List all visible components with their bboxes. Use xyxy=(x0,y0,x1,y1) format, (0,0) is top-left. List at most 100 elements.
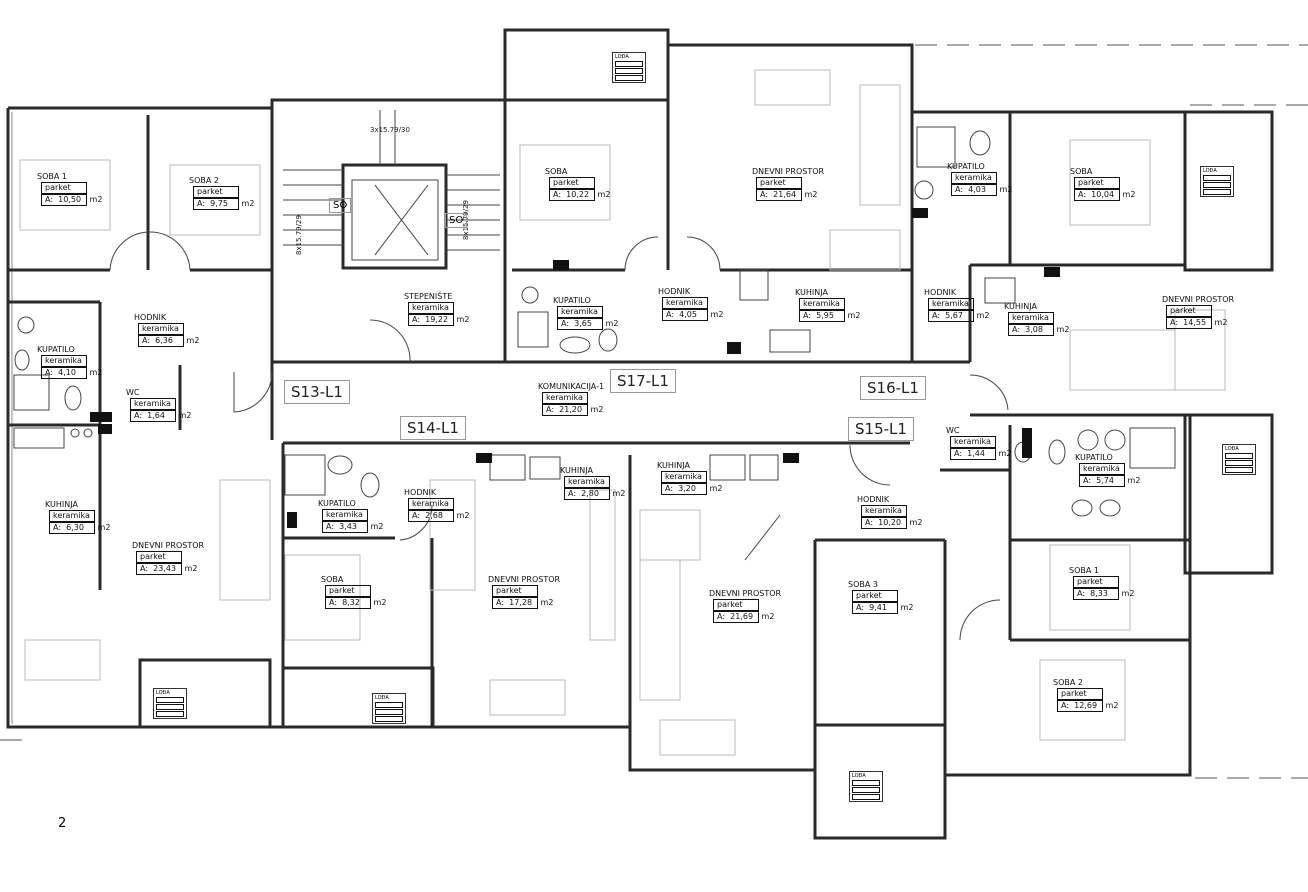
room-name: HODNIK xyxy=(134,313,167,322)
room-name: SOBA xyxy=(1070,167,1093,176)
area-prefix: A: xyxy=(856,603,865,612)
area-unit: m2 xyxy=(804,190,818,199)
area-prefix: A: xyxy=(1170,318,1179,327)
area-unit: m2 xyxy=(184,564,198,573)
room-material: parket xyxy=(325,585,371,597)
room-name: DNEVNI PROSTOR xyxy=(709,589,782,598)
room-name: HODNIK xyxy=(658,287,691,296)
area-unit: m2 xyxy=(1127,476,1141,485)
room-label: KOMUNIKACIJA-1 keramika A: 21,20 m2 xyxy=(538,382,604,416)
room-name: DNEVNI PROSTOR xyxy=(132,541,205,550)
loggia-name: LOĐA xyxy=(1225,446,1239,452)
room-label: WC keramika A: 1,44 m2 xyxy=(946,426,1011,460)
loggia-data-box xyxy=(615,75,643,81)
room-name: KUHINJA xyxy=(560,466,593,475)
room-material: keramika xyxy=(1008,312,1054,324)
room-material: keramika xyxy=(408,302,454,314)
room-label: DNEVNI PROSTOR parket A: 17,28 m2 xyxy=(488,575,560,609)
unit-label: S17-L1 xyxy=(610,369,676,393)
area-unit: m2 xyxy=(1056,325,1070,334)
area-unit: m2 xyxy=(909,518,923,527)
room-area: A: 2,68 m2 xyxy=(408,510,469,522)
room-label: KUHINJA keramika A: 5,95 m2 xyxy=(795,288,860,322)
loggia-data-box xyxy=(156,711,184,717)
doors xyxy=(109,231,1009,641)
area-unit: m2 xyxy=(999,185,1013,194)
area-value: 6,36 xyxy=(155,336,173,345)
room-label: KUHINJA keramika A: 6,30 m2 xyxy=(45,500,110,534)
room-label: HODNIK keramika A: 2,68 m2 xyxy=(404,488,469,522)
room-label: HODNIK keramika A: 5,67 m2 xyxy=(924,288,989,322)
room-label: KUHINJA keramika A: 2,80 m2 xyxy=(560,466,625,500)
furniture xyxy=(19,69,1226,756)
room-material: keramika xyxy=(41,355,87,367)
area-value: 23,43 xyxy=(153,564,177,573)
room-name: KUHINJA xyxy=(1004,302,1037,311)
area-prefix: A: xyxy=(553,190,562,199)
area-prefix: A: xyxy=(134,411,143,420)
area-value: 2,80 xyxy=(581,489,599,498)
area-prefix: A: xyxy=(665,484,674,493)
area-unit: m2 xyxy=(1121,589,1135,598)
area-prefix: A: xyxy=(412,315,421,324)
area-prefix: A: xyxy=(496,598,505,607)
room-material: parket xyxy=(713,599,759,611)
area-value: 19,22 xyxy=(425,315,449,324)
room-area: A: 2,80 m2 xyxy=(564,488,625,500)
loggia-data-box xyxy=(852,794,880,800)
area-unit: m2 xyxy=(97,523,111,532)
area-value: 5,67 xyxy=(945,311,963,320)
area-prefix: A: xyxy=(140,564,149,573)
loggia-label: LOĐA xyxy=(612,52,646,83)
room-name: DNEVNI PROSTOR xyxy=(1162,295,1235,304)
loggia-label: LOĐA xyxy=(1222,444,1256,475)
loggia-data-box xyxy=(156,704,184,710)
room-area: A: 19,22 m2 xyxy=(408,314,469,326)
area-value: 3,43 xyxy=(339,522,357,531)
area-unit: m2 xyxy=(1214,318,1228,327)
room-label: SOBA 1 parket A: 10,50 m2 xyxy=(37,172,102,206)
room-area: A: 3,08 m2 xyxy=(1008,324,1069,336)
area-value: 8,33 xyxy=(1090,589,1108,598)
area-prefix: A: xyxy=(1061,701,1070,710)
room-label: SOBA parket A: 8,32 m2 xyxy=(321,575,386,609)
room-area: A: 21,69 m2 xyxy=(713,611,781,623)
room-name: KUPATILO xyxy=(37,345,75,354)
room-material: keramika xyxy=(557,306,603,318)
room-material: keramika xyxy=(928,298,974,310)
room-label: DNEVNI PROSTOR parket A: 14,55 m2 xyxy=(1162,295,1234,329)
area-prefix: A: xyxy=(803,311,812,320)
area-prefix: A: xyxy=(1012,325,1021,334)
room-label: STEPENIŠTE keramika A: 19,22 m2 xyxy=(404,292,469,326)
room-area: A: 5,95 m2 xyxy=(799,310,860,322)
loggia-name: LOĐA xyxy=(375,695,389,701)
room-material: keramika xyxy=(1079,463,1125,475)
area-prefix: A: xyxy=(954,449,963,458)
area-prefix: A: xyxy=(412,511,421,520)
loggia-data-box xyxy=(1203,175,1231,181)
room-material: parket xyxy=(136,551,182,563)
room-name: HODNIK xyxy=(404,488,437,497)
area-prefix: A: xyxy=(955,185,964,194)
room-material: parket xyxy=(193,186,239,198)
area-unit: m2 xyxy=(1105,701,1119,710)
room-area: A: 8,33 m2 xyxy=(1073,588,1134,600)
room-name: SOBA 1 xyxy=(37,172,67,181)
room-area: A: 3,43 m2 xyxy=(322,521,383,533)
room-area: A: 14,55 m2 xyxy=(1166,317,1234,329)
area-unit: m2 xyxy=(241,199,255,208)
room-name: DNEVNI PROSTOR xyxy=(488,575,561,584)
room-label: HODNIK keramika A: 6,36 m2 xyxy=(134,313,199,347)
room-name: HODNIK xyxy=(857,495,890,504)
room-label: SOBA 2 parket A: 12,69 m2 xyxy=(1053,678,1118,712)
area-unit: m2 xyxy=(370,522,384,531)
room-material: keramika xyxy=(49,510,95,522)
area-unit: m2 xyxy=(178,411,192,420)
area-unit: m2 xyxy=(612,489,626,498)
room-label: DNEVNI PROSTOR parket A: 21,69 m2 xyxy=(709,589,781,623)
room-area: A: 6,36 m2 xyxy=(138,335,199,347)
area-value: 10,22 xyxy=(566,190,590,199)
loggia-label: LOĐA xyxy=(372,693,406,724)
room-name: SOBA 2 xyxy=(1053,678,1083,687)
